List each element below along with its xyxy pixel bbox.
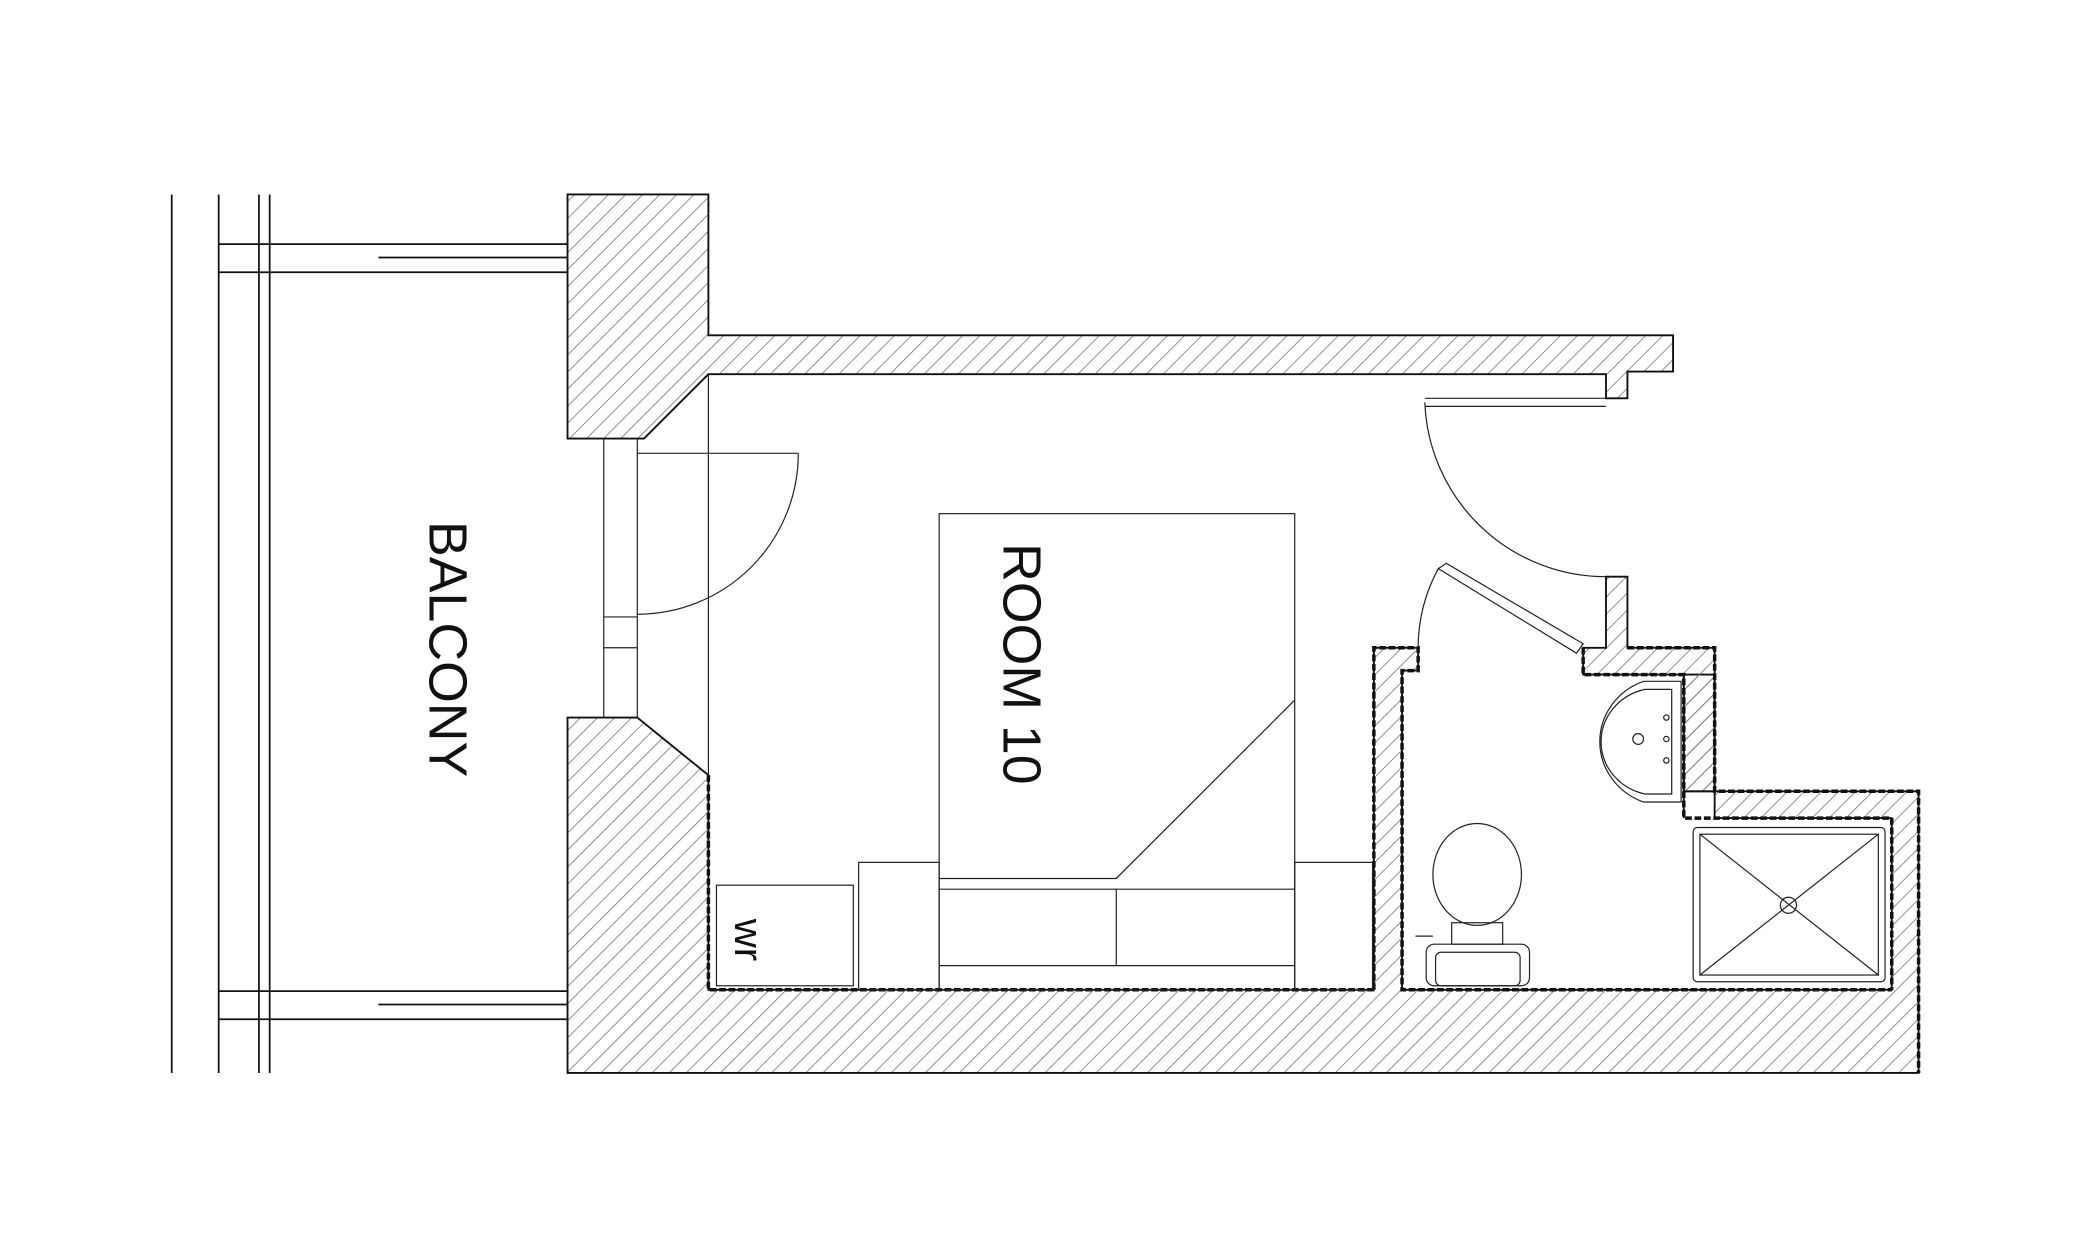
balcony-label: BALCONY bbox=[417, 521, 477, 777]
balcony-door bbox=[603, 374, 799, 776]
balcony-railing bbox=[170, 194, 568, 1073]
shower-tray bbox=[1692, 826, 1886, 983]
sink bbox=[1599, 680, 1682, 803]
wardrobe-label: wr bbox=[726, 918, 771, 961]
walls bbox=[566, 193, 1921, 1074]
toilet bbox=[1415, 822, 1531, 987]
wardrobe: wr bbox=[715, 884, 854, 987]
room-label: ROOM 10 bbox=[992, 543, 1052, 784]
bathroom-door bbox=[1417, 562, 1585, 654]
bed bbox=[858, 513, 1374, 991]
entrance-door bbox=[1424, 397, 1606, 578]
